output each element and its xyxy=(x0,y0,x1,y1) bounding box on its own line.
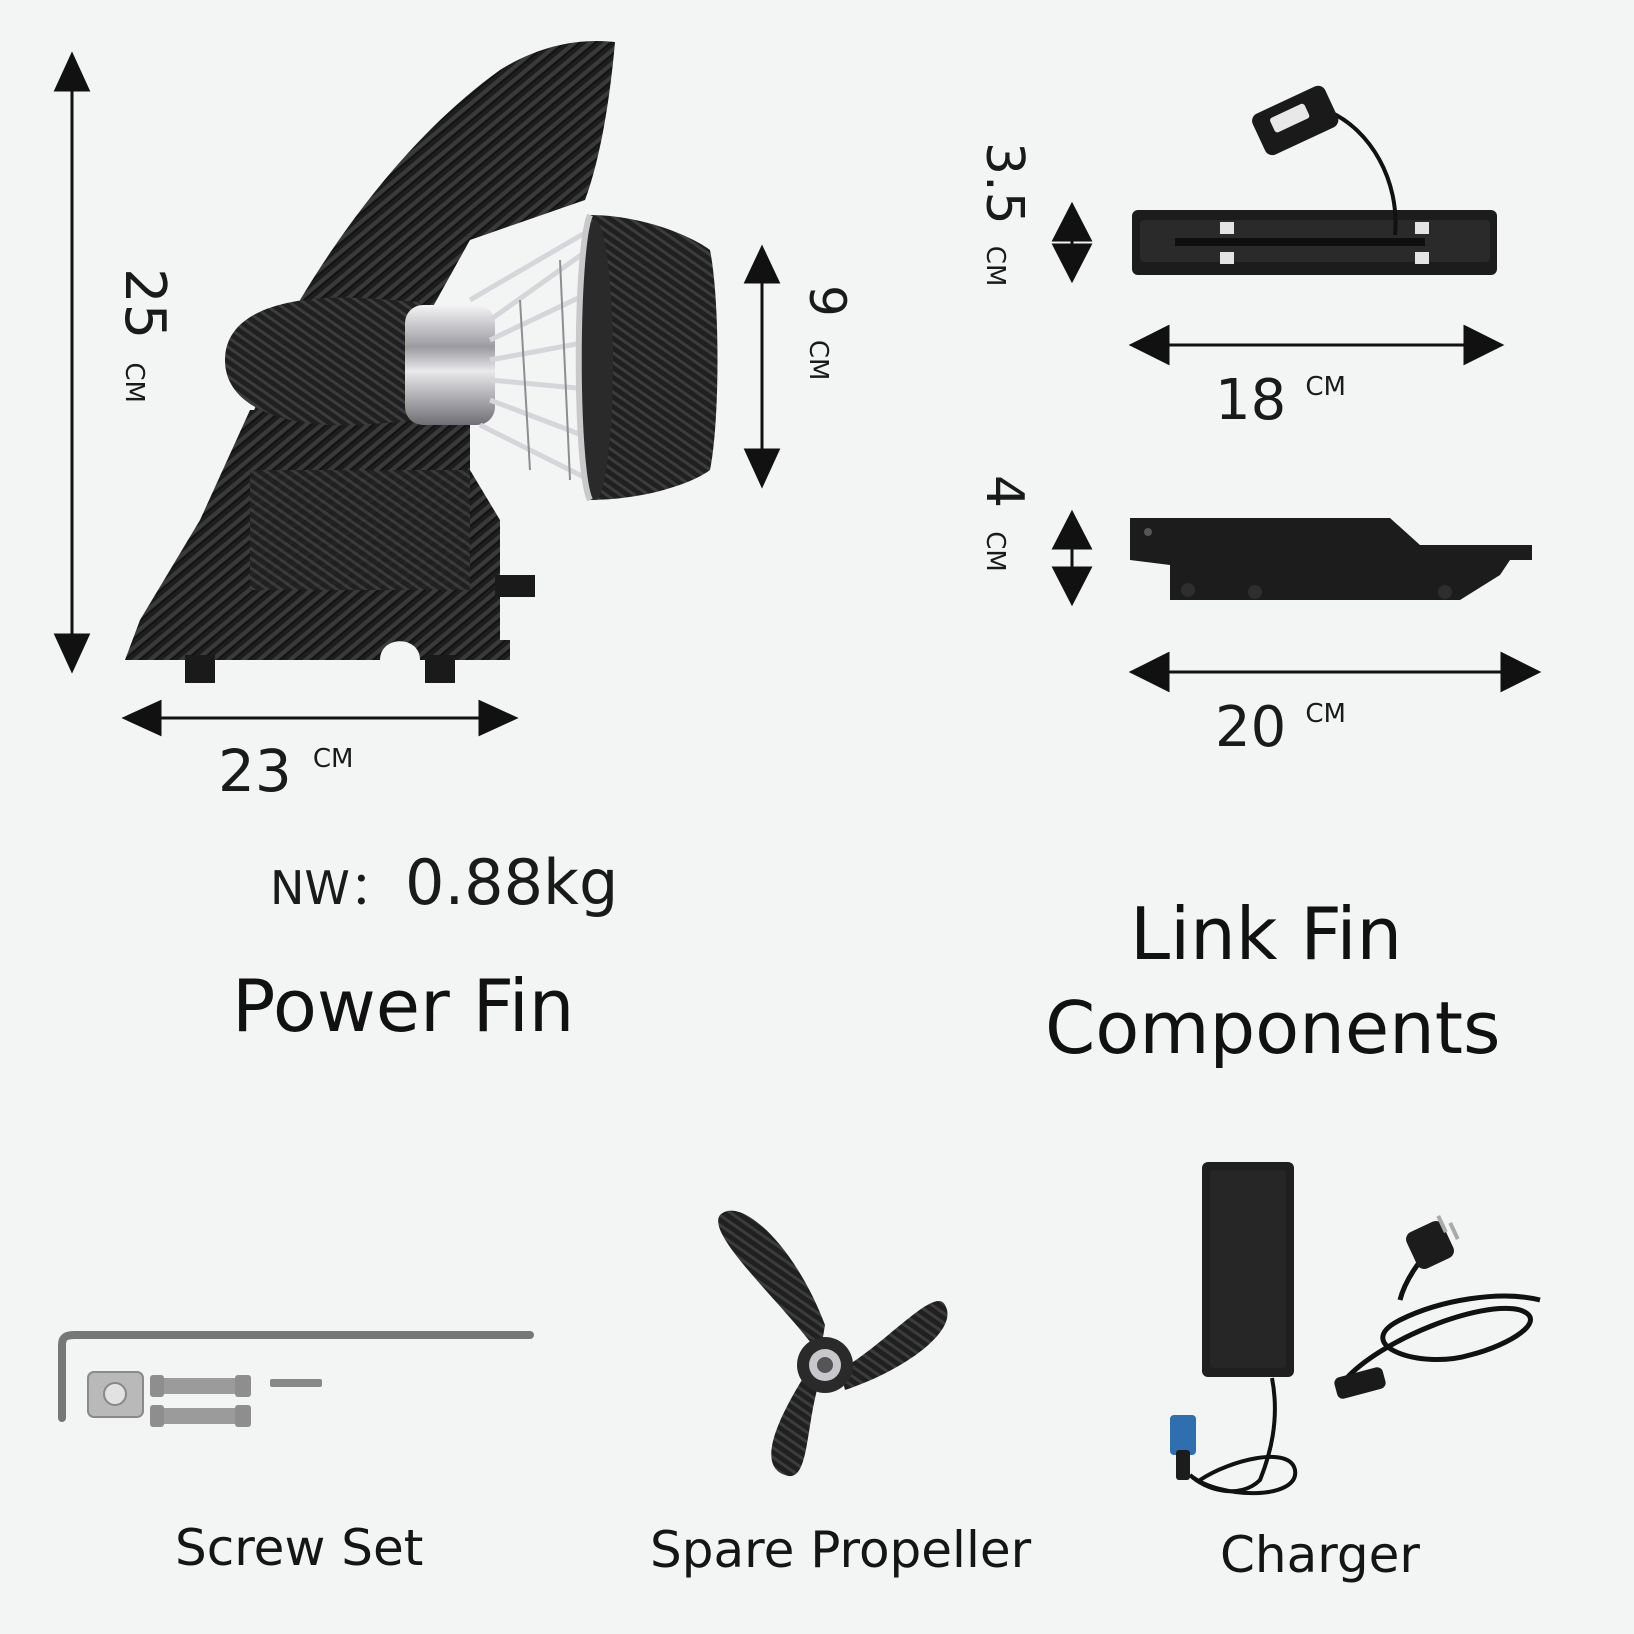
power-fin-weight: NW： 0.88kg xyxy=(270,852,618,914)
link-fin-bottom-height-unit: CM xyxy=(980,531,1010,572)
spare-propeller-caption: Spare Propeller xyxy=(650,1521,1032,1579)
link-fin-dimensions xyxy=(1051,201,1542,693)
propeller-image xyxy=(718,1210,948,1477)
link-fin-bottom-height-label: 4 CM xyxy=(974,475,1034,572)
screw-set-image xyxy=(58,1331,534,1427)
link-fin-bottom-image xyxy=(1130,518,1532,600)
power-fin-prop-unit: CM xyxy=(803,339,833,381)
link-fin-bottom-width-label: 20 CM xyxy=(1215,700,1346,756)
power-fin-height-unit: CM xyxy=(119,362,149,403)
power-fin-width-label: 23 CM xyxy=(218,742,354,800)
power-fin-prop-label: 9 CM xyxy=(798,285,856,381)
link-fin-top-height-unit: CM xyxy=(980,245,1010,287)
power-fin-dimensions xyxy=(53,51,781,737)
prop-duct xyxy=(590,215,718,500)
link-fin-bottom-height-value: 4 xyxy=(974,475,1034,509)
charger-caption: Charger xyxy=(1220,1526,1420,1584)
link-fin-title-line1: Link Fin xyxy=(1130,892,1403,976)
weight-value: 0.88kg xyxy=(405,846,619,919)
link-fin-bottom-width-value: 20 xyxy=(1215,695,1287,760)
link-fin-top-height-value: 3.5 xyxy=(974,142,1034,225)
power-fin-height-label: 25 CM xyxy=(112,268,177,403)
link-fin-top-width-unit: CM xyxy=(1305,372,1346,402)
link-fin-top-height-label: 3.5 CM xyxy=(974,142,1034,287)
link-fin-bottom-width-unit: CM xyxy=(1305,699,1346,729)
power-fin-height-value: 25 xyxy=(112,268,177,340)
link-fin-top-width-label: 18 CM xyxy=(1215,373,1346,429)
power-fin-title: Power Fin xyxy=(232,964,575,1048)
weight-label: NW： xyxy=(270,861,396,915)
link-fin-title-line2: Components xyxy=(1045,986,1501,1070)
charger-image xyxy=(1170,1162,1541,1496)
link-fin-top-image xyxy=(1132,85,1497,275)
power-fin-image xyxy=(125,40,718,683)
screw-set-caption: Screw Set xyxy=(175,1519,424,1577)
power-fin-width-unit: CM xyxy=(312,744,354,774)
link-fin-top-width-value: 18 xyxy=(1215,368,1287,433)
power-fin-width-value: 23 xyxy=(218,737,292,805)
motor-pod xyxy=(225,297,420,426)
power-fin-prop-value: 9 xyxy=(798,285,856,317)
